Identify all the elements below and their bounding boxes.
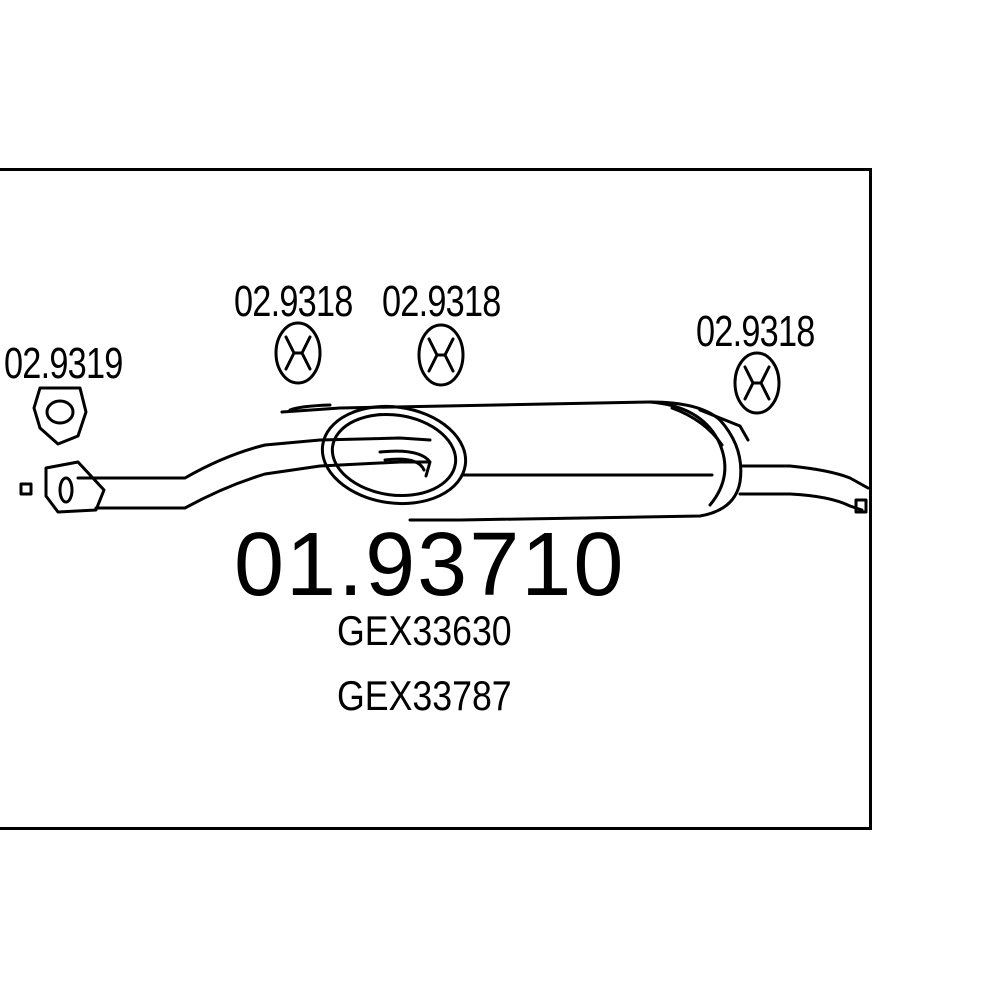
- rubber-hanger-icon-1: [274, 321, 322, 385]
- hanger-label-3: 02.9318: [696, 307, 815, 356]
- main-part-number: 01.93710: [234, 515, 626, 615]
- rubber-hanger-icon-2: [417, 323, 465, 387]
- muffler: [280, 400, 750, 522]
- hanger-label-1: 02.9318: [234, 277, 353, 326]
- tail-pipe: [738, 464, 870, 514]
- clamp-icon: [32, 386, 88, 446]
- reference-number-2: GEX33787: [337, 672, 512, 719]
- reference-number-1: GEX33630: [337, 607, 512, 654]
- hanger-label-2: 02.9318: [382, 277, 501, 326]
- front-flange-icon: [19, 460, 106, 514]
- rubber-hanger-icon-3: [733, 351, 781, 415]
- exhaust-pipe: [76, 436, 432, 510]
- clamp-label: 02.9319: [4, 339, 123, 388]
- diagram-frame: [0, 168, 872, 830]
